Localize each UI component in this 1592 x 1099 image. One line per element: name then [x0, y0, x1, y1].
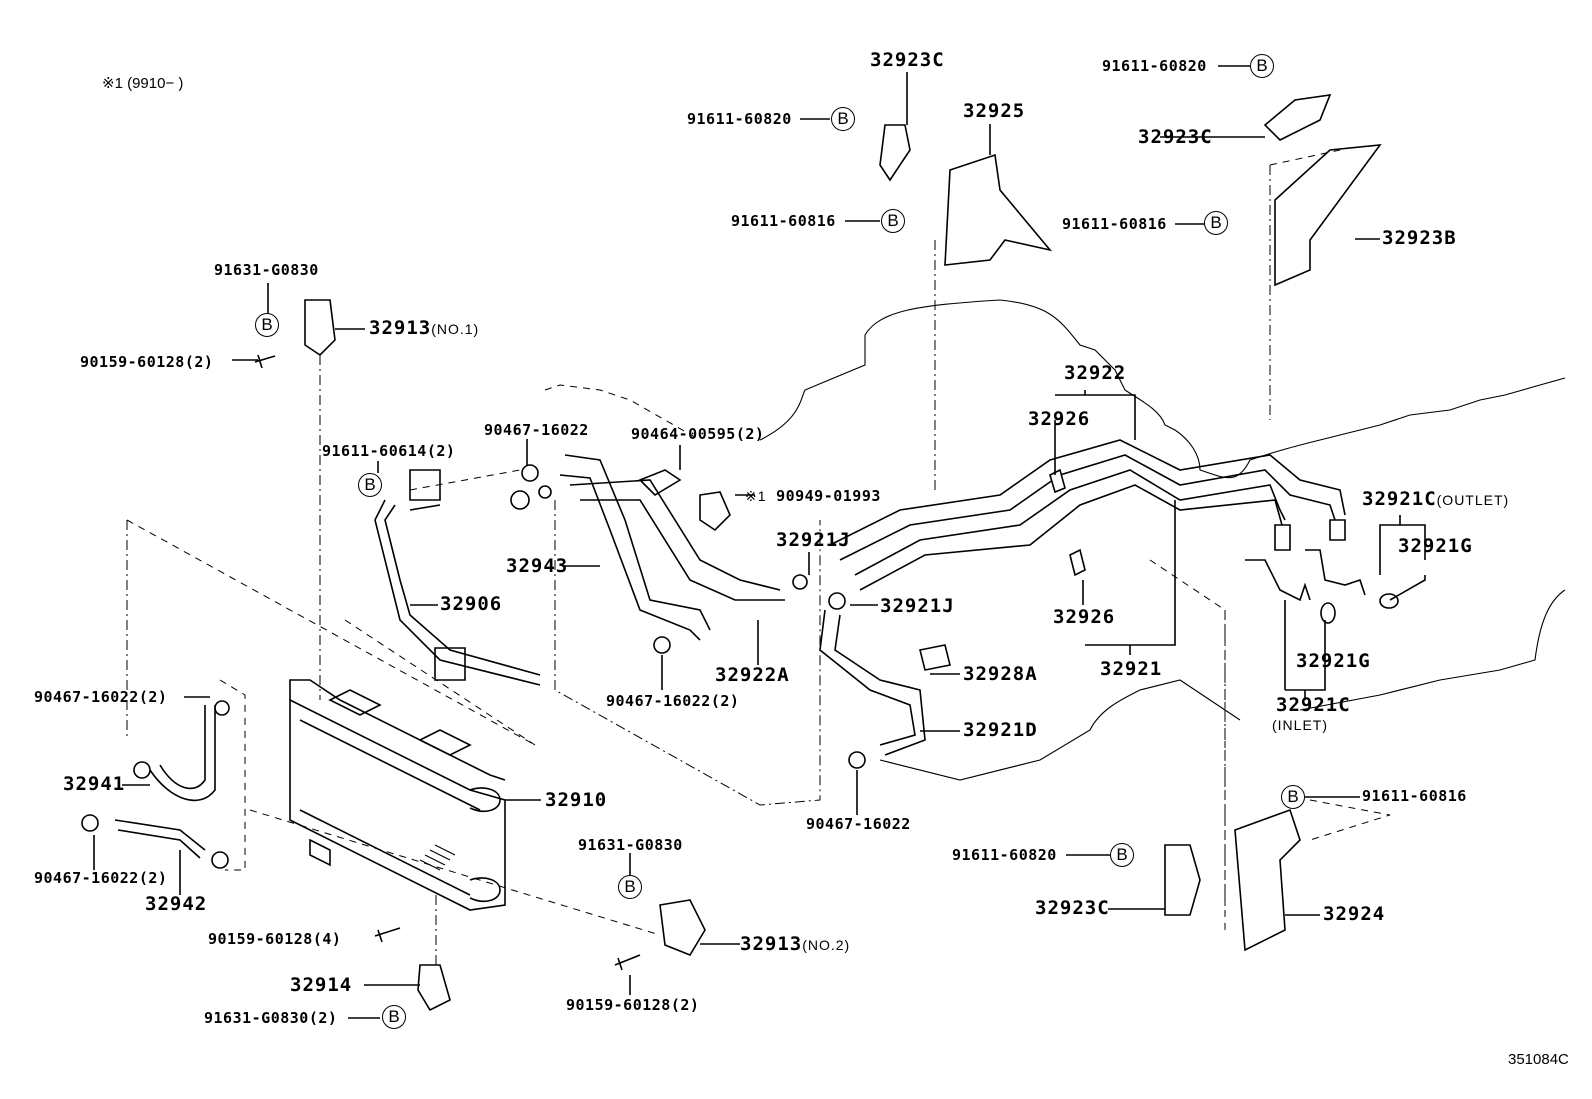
- part-label-32926-upper[interactable]: 32926: [1028, 408, 1091, 430]
- part-label-91611-60820-top[interactable]: 91611-60820: [687, 110, 792, 128]
- part-label-32921g-lower[interactable]: 32921G: [1296, 650, 1371, 672]
- note-mark: ※1: [102, 75, 123, 92]
- bolt-b-symbol: B: [1204, 211, 1228, 235]
- bolt-b-symbol: B: [881, 209, 905, 233]
- clamps-bolts-drawing: [81, 354, 866, 971]
- part-label-32922a[interactable]: 32922A: [715, 664, 790, 686]
- bolt-b-symbol: B: [255, 313, 279, 337]
- part-label-90467-16022-left-upper[interactable]: 90467-16022(2): [34, 688, 168, 706]
- part-label-32921d[interactable]: 32921D: [963, 719, 1038, 741]
- bolt-b-symbol: B: [1250, 54, 1274, 78]
- part-label-32926-lower[interactable]: 32926: [1053, 606, 1116, 628]
- part-label-32923c-bottom-right[interactable]: 32923C: [1035, 897, 1110, 919]
- note-text: (9910− ): [127, 75, 184, 92]
- part-variant: (INLET): [1272, 717, 1328, 733]
- brackets-drawing: [304, 94, 1399, 1012]
- part-label-32923b[interactable]: 32923B: [1382, 227, 1457, 249]
- part-label-32922[interactable]: 32922: [1064, 362, 1127, 384]
- part-label-32914[interactable]: 32914: [290, 974, 353, 996]
- part-label-90949-01993[interactable]: ※1 90949-01993: [745, 489, 881, 504]
- part-label-90467-16022-upper[interactable]: 90467-16022: [484, 421, 589, 439]
- part-label-91611-60614[interactable]: 91611-60614(2): [322, 442, 456, 460]
- part-label-32921c-inlet-variant: (INLET): [1272, 718, 1328, 733]
- part-variant: (OUTLET): [1436, 492, 1510, 508]
- part-variant: (NO.1): [431, 321, 480, 337]
- part-label-91611-60816-top[interactable]: 91611-60816: [731, 212, 836, 230]
- part-label-91631-g0830-lower[interactable]: 91631-G0830: [578, 836, 683, 854]
- part-label-91611-60816-bottom-right[interactable]: 91611-60816: [1362, 787, 1467, 805]
- oil-cooler-drawing: [289, 679, 506, 911]
- part-label-90467-16022-left-lower[interactable]: 90467-16022(2): [34, 869, 168, 887]
- part-label-91611-60820-top-right[interactable]: 91611-60820: [1102, 57, 1207, 75]
- part-label-90159-60128-upper[interactable]: 90159-60128(2): [80, 353, 214, 371]
- part-label-91631-g0830-upper[interactable]: 91631-G0830: [214, 261, 319, 279]
- part-number: 32913: [740, 933, 803, 955]
- part-label-32928a[interactable]: 32928A: [963, 663, 1038, 685]
- part-label-32913-no1[interactable]: 32913(NO.1): [369, 319, 479, 338]
- cooler-lines-drawing: [829, 439, 1346, 591]
- label-leader-lines: [93, 65, 1426, 1019]
- part-label-91631-g0830-bottom[interactable]: 91631-G0830(2): [204, 1009, 338, 1027]
- part-label-32921g-upper[interactable]: 32921G: [1398, 535, 1473, 557]
- part-label-32910[interactable]: 32910: [545, 789, 608, 811]
- part-label-90467-16022-middle[interactable]: 90467-16022(2): [606, 692, 740, 710]
- hoses-drawing: [114, 454, 926, 859]
- assembly-leader-lines: [126, 149, 1391, 965]
- part-label-32924[interactable]: 32924: [1323, 903, 1386, 925]
- part-label-91611-60820-bottom-right[interactable]: 91611-60820: [952, 846, 1057, 864]
- part-label-32921j-lower[interactable]: 32921J: [880, 595, 955, 617]
- bolt-b-symbol: B: [1281, 785, 1305, 809]
- part-label-90159-60128-lower[interactable]: 90159-60128(2): [566, 996, 700, 1014]
- part-label-90467-16022-lower-center[interactable]: 90467-16022: [806, 815, 911, 833]
- part-label-32942[interactable]: 32942: [145, 893, 208, 915]
- part-number: 32913: [369, 317, 432, 339]
- bolt-b-symbol: B: [358, 473, 382, 497]
- bolt-b-symbol: B: [1110, 843, 1134, 867]
- part-label-32913-no2[interactable]: 32913(NO.2): [740, 935, 850, 954]
- part-number: 32921C: [1362, 488, 1437, 510]
- bolt-b-symbol: B: [618, 875, 642, 899]
- part-label-32923c-top-right[interactable]: 32923C: [1138, 126, 1213, 148]
- date-range-note: ※1 (9910− ): [102, 74, 183, 92]
- part-label-32943[interactable]: 32943: [506, 555, 569, 577]
- part-label-90464-00595[interactable]: 90464-00595(2): [631, 425, 765, 443]
- illustration-reference-code: 351084C: [1508, 1051, 1569, 1068]
- part-label-91611-60816-top-right[interactable]: 91611-60816: [1062, 215, 1167, 233]
- part-label-32906[interactable]: 32906: [440, 593, 503, 615]
- part-label-90159-60128-cooler[interactable]: 90159-60128(4): [208, 930, 342, 948]
- part-label-32941[interactable]: 32941: [63, 773, 126, 795]
- part-label-32921c-inlet[interactable]: 32921C: [1276, 694, 1351, 716]
- part-label-32921j-upper[interactable]: 32921J: [776, 529, 851, 551]
- part-label-32923c-top[interactable]: 32923C: [870, 49, 945, 71]
- part-number: 90949-01993: [776, 487, 881, 505]
- part-label-32921[interactable]: 32921: [1100, 658, 1163, 680]
- note-mark: ※1: [745, 488, 767, 504]
- part-variant: (NO.2): [802, 937, 851, 953]
- part-label-32921c-outlet[interactable]: 32921C(OUTLET): [1362, 490, 1509, 509]
- part-label-32925[interactable]: 32925: [963, 100, 1026, 122]
- bolt-b-symbol: B: [382, 1005, 406, 1029]
- bolt-b-symbol: B: [831, 107, 855, 131]
